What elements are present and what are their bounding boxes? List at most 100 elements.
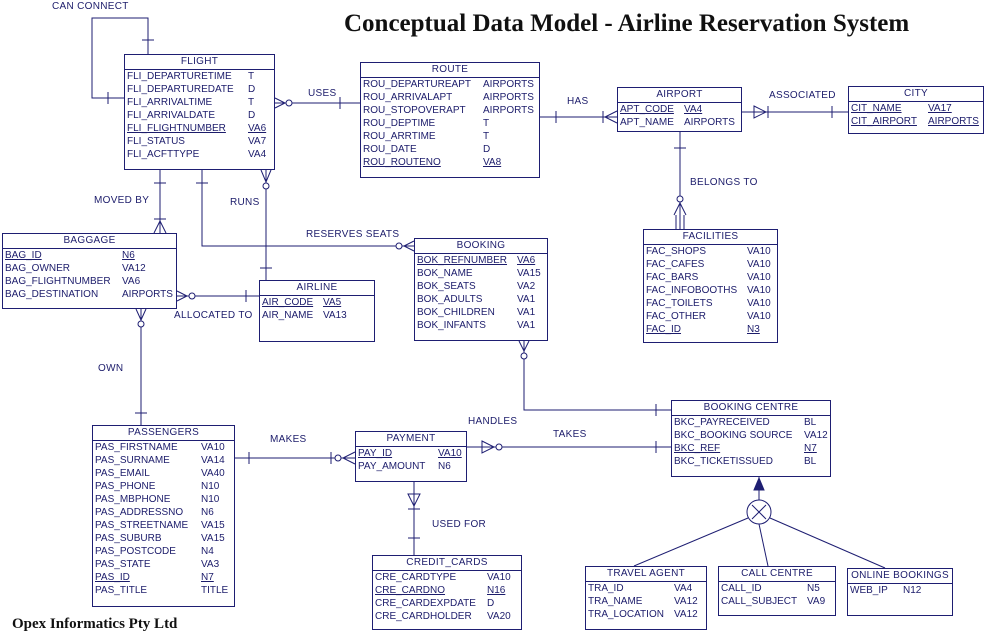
attribute-name: WEB_IP — [850, 585, 888, 596]
attribute-type: VA10 — [747, 298, 771, 309]
attribute-name: FAC_TOILETS — [646, 298, 713, 309]
attribute-name: TRA_LOCATION — [588, 609, 664, 620]
attribute-type: BL — [804, 456, 817, 467]
attribute-type: VA12 — [674, 596, 698, 607]
attribute-name: PAY_ID — [358, 448, 393, 459]
attribute-type: N16 — [487, 585, 506, 596]
attribute-row: WEB_IP N12 — [848, 584, 952, 597]
attribute-name: CRE_CARDTYPE — [375, 572, 457, 583]
attribute-type: N6 — [122, 250, 135, 261]
entity-credit-cards-name: CREDIT_CARDS — [373, 556, 521, 571]
attribute-type: N7 — [201, 572, 214, 583]
attribute-type: VA2 — [517, 281, 536, 292]
attribute-type: VA17 — [928, 103, 952, 114]
attribute-name: PAS_FIRSTNAME — [95, 442, 178, 453]
attribute-name: FAC_INFOBOOTHS — [646, 285, 738, 296]
entity-passengers-name: PASSENGERS — [93, 426, 234, 441]
company-name: Opex Informatics Pty Ltd — [12, 616, 178, 632]
attribute-name: ROU_DATE — [363, 144, 417, 155]
attribute-name: ROU_DEPTIME — [363, 118, 436, 129]
attribute-name: TRA_NAME — [588, 596, 643, 607]
attribute-name: PAS_EMAIL — [95, 468, 150, 479]
entity-booking-name: BOOKING — [415, 239, 547, 254]
attribute-type: N5 — [807, 583, 820, 594]
attribute-name: FAC_OTHER — [646, 311, 707, 322]
attribute-type: VA12 — [804, 430, 828, 441]
attribute-type: VA4 — [684, 104, 703, 115]
attribute-name: FAC_CAFES — [646, 259, 705, 270]
attribute-name: FLI_ACFTTYPE — [127, 149, 200, 160]
attribute-name: BOK_SEATS — [417, 281, 476, 292]
entity-airline-name: AIRLINE — [260, 281, 374, 296]
attribute-name: PAS_SURNAME — [95, 455, 170, 466]
attribute-name: ROU_STOPOVERAPT — [363, 105, 466, 116]
attribute-type: VA20 — [487, 611, 511, 622]
attribute-type: VA3 — [201, 559, 220, 570]
attribute-name: BOK_INFANTS — [417, 320, 486, 331]
attribute-name: PAS_SUBURB — [95, 533, 162, 544]
attribute-type: VA6 — [122, 276, 141, 287]
attribute-name: FLI_DEPARTUREDATE — [127, 84, 234, 95]
rel-belongs-to: BELONGS TO — [690, 177, 758, 188]
attribute-name: FLI_ARRIVALTIME — [127, 97, 213, 108]
attribute-name: AIR_CODE — [262, 297, 314, 308]
rel-can-connect: CAN CONNECT — [52, 1, 129, 12]
rel-moved-by: MOVED BY — [94, 195, 150, 206]
attribute-row: FAC_TOILETS VA10 — [644, 297, 777, 310]
attribute-name: TRA_ID — [588, 583, 624, 594]
attribute-name: FAC_BARS — [646, 272, 699, 283]
rel-associated: ASSOCIATED — [769, 90, 836, 101]
attribute-name: BAG_ID — [5, 250, 42, 261]
attribute-type: VA10 — [747, 246, 771, 257]
attribute-name: APT_NAME — [620, 117, 674, 128]
rel-allocated-to: ALLOCATED TO — [174, 310, 253, 321]
attribute-type: T — [248, 71, 255, 82]
attribute-type: VA8 — [483, 157, 502, 168]
attribute-type: VA12 — [674, 609, 698, 620]
attribute-type: N10 — [201, 481, 220, 492]
attribute-name: CRE_CARDEXPDATE — [375, 598, 476, 609]
attribute-type: VA15 — [201, 520, 225, 531]
attribute-type: N12 — [903, 585, 922, 596]
entity-call-centre-name: CALL CENTRE — [719, 567, 835, 582]
